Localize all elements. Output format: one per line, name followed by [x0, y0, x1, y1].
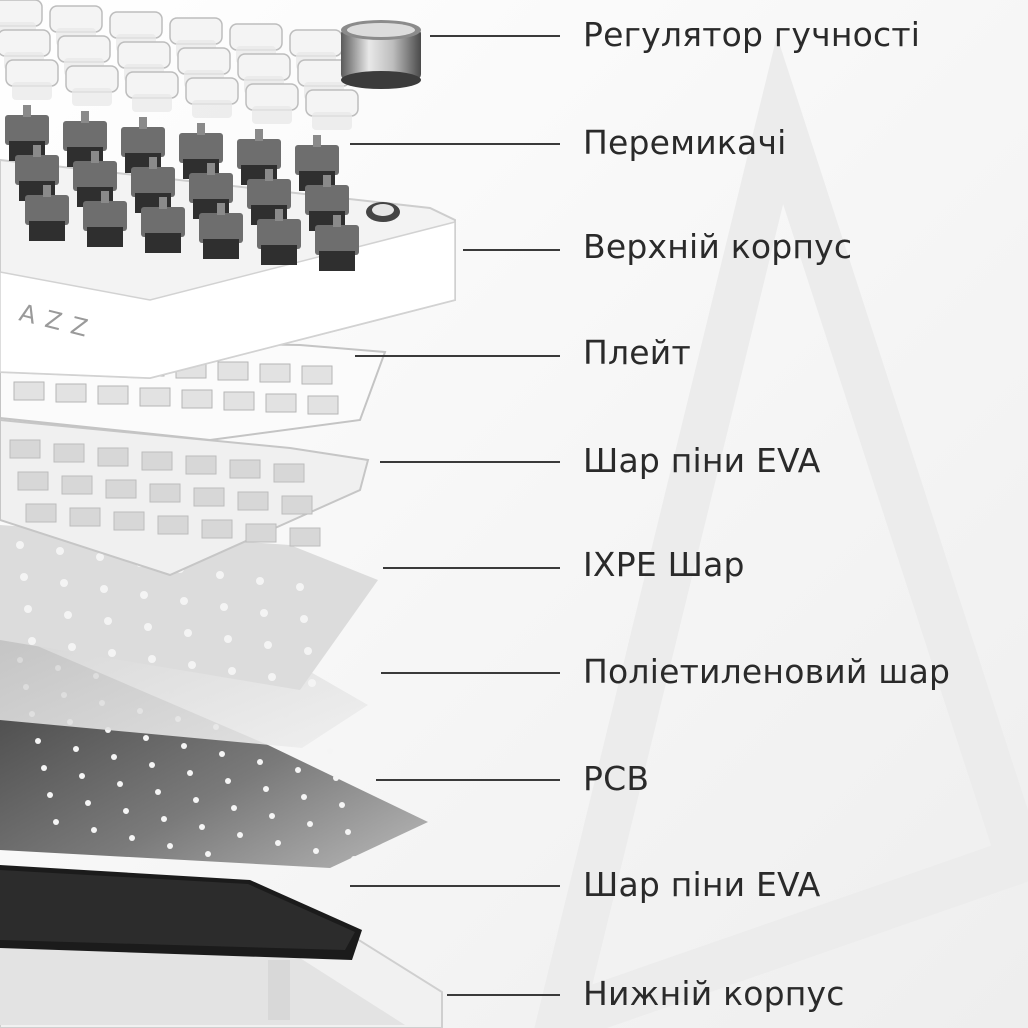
leader-lines — [350, 35, 560, 996]
volume-knob — [341, 20, 421, 89]
label-eva-foam-upper: Шар піни EVA — [583, 441, 821, 480]
label-switches: Перемикачі — [583, 123, 787, 162]
keycaps — [0, 0, 359, 130]
label-eva-foam-bottom: Шар піни EVA — [583, 865, 821, 904]
label-bottom-case: Нижній корпус — [583, 974, 845, 1013]
watermark-shape — [534, 35, 1028, 1028]
label-volume-knob: Регулятор гучності — [583, 15, 921, 54]
label-top-case: Верхній корпус — [583, 227, 853, 266]
label-plate: Плейт — [583, 333, 691, 372]
label-polyethylene-layer: Поліетиленовий шар — [583, 652, 951, 691]
eva-foam-bottom — [0, 865, 362, 960]
label-pcb: PCB — [583, 759, 650, 798]
eva-foam-upper — [0, 418, 370, 577]
label-ixpe-layer: IXPE Шар — [583, 545, 745, 584]
ixpe-layer — [0, 525, 378, 690]
switches — [5, 105, 359, 271]
